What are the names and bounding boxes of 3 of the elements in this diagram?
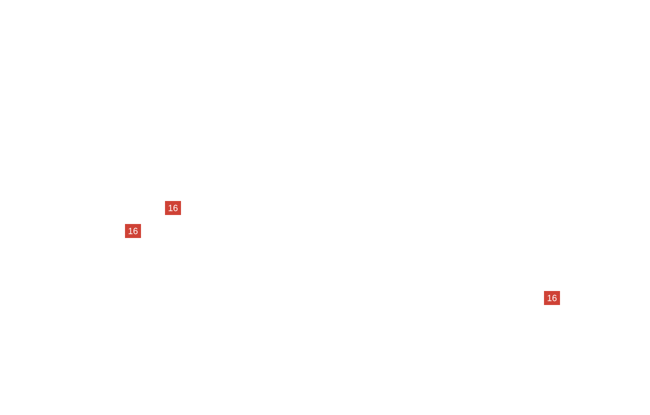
callout-number: 16 [165, 201, 181, 215]
callout-number: 16 [544, 291, 560, 305]
callout-number: 16 [125, 224, 141, 238]
